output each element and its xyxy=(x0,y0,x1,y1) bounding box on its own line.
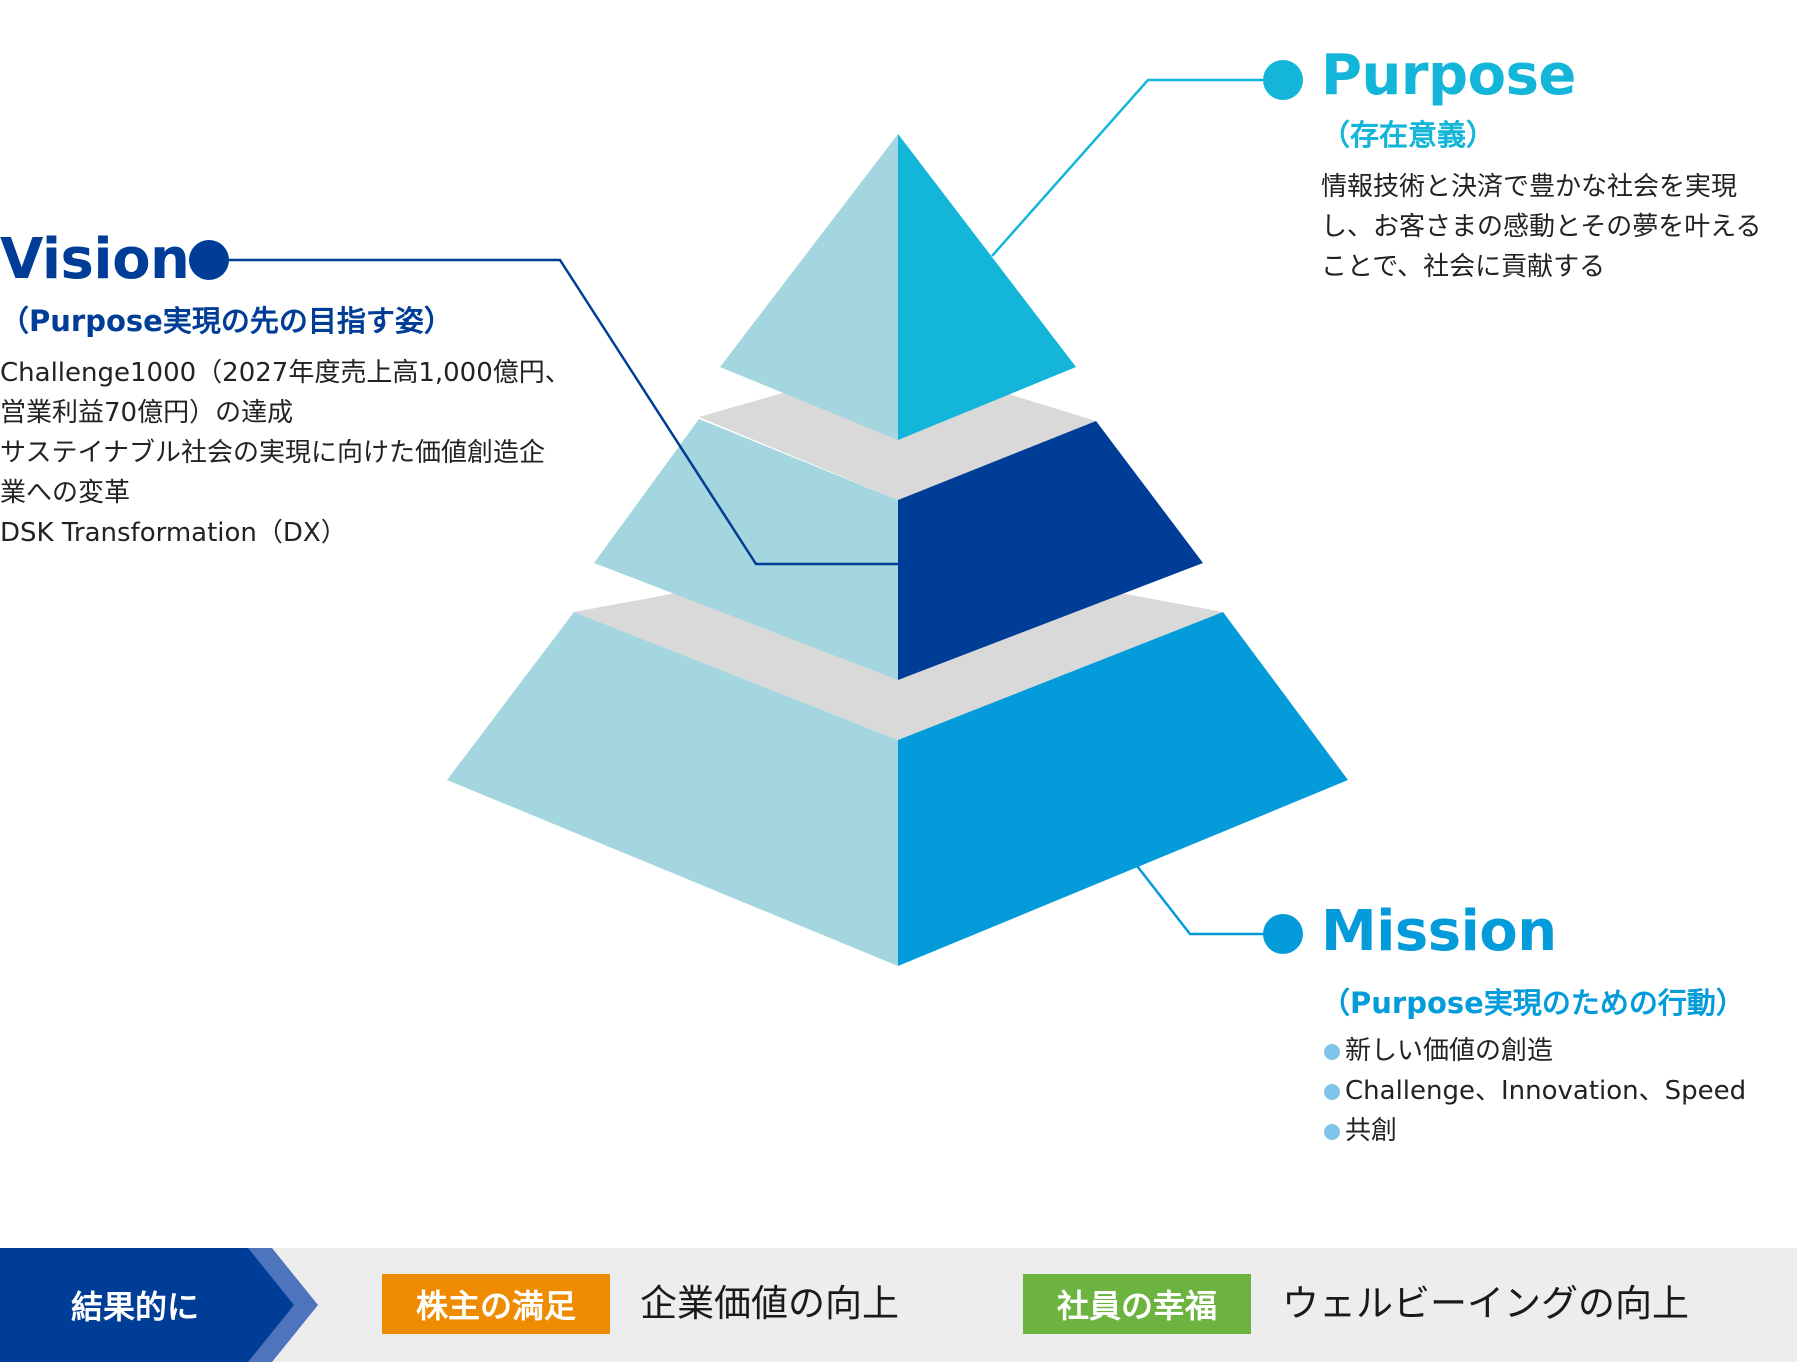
vision-subtitle: （Purpose実現の先の目指す姿） xyxy=(0,304,453,338)
list-item: 新しい価値の創造 xyxy=(1321,1031,1797,1071)
mission-title: Mission xyxy=(1321,899,1557,964)
wellbeing-outcome: ウェルビーイングの向上 xyxy=(1282,1282,1689,1325)
list-item: 共創 xyxy=(1321,1111,1797,1151)
vision-description: Challenge1000（2027年度売上高1,000億円、 営業利益70億円… xyxy=(0,353,620,553)
mission-subtitle: （Purpose実現のための行動） xyxy=(1321,986,1745,1020)
vision-title: Vision xyxy=(0,227,190,292)
purpose-line: ことで、社会に貢献する xyxy=(1321,251,1606,282)
purpose-subtitle: （存在意義） xyxy=(1321,118,1496,152)
mission-section: Mission （Purpose実現のための行動） 新しい価値の創造 Chall… xyxy=(1321,904,1797,1151)
vision-connector-line xyxy=(228,258,898,566)
purpose-dot xyxy=(1263,60,1303,100)
mission-dot xyxy=(1263,914,1303,954)
bullet-dot-icon xyxy=(1324,1083,1340,1100)
purpose-connector-line xyxy=(991,78,1282,257)
purpose-line: し、お客さまの感動とその夢を叶える xyxy=(1321,211,1762,242)
shareholder-badge: 株主の満足 xyxy=(382,1274,610,1334)
vision-line: Challenge1000（2027年度売上高1,000億円、 xyxy=(0,357,571,388)
result-label: 結果的に xyxy=(70,1288,199,1326)
tier-top-right-purpose xyxy=(898,134,1076,440)
purpose-description: 情報技術と決済で豊かな社会を実現 し、お客さまの感動とその夢を叶える ことで、社… xyxy=(1321,167,1797,287)
list-item: Challenge、Innovation、Speed xyxy=(1321,1071,1797,1111)
vision-line: 業への変革 xyxy=(0,477,131,508)
result-arrow-shape xyxy=(0,1248,318,1362)
arrow-fill xyxy=(0,1248,294,1362)
results-bar: 結果的に 株主の満足 企業価値の向上 社員の幸福 ウェルビーイングの向上 xyxy=(0,1248,1797,1362)
mission-item-label: Challenge、Innovation、Speed xyxy=(1345,1075,1747,1106)
bullet-dot-icon xyxy=(1324,1123,1340,1140)
vision-line: 営業利益70億円）の達成 xyxy=(0,397,294,428)
tier-bottom-left xyxy=(447,612,898,966)
vision-dot xyxy=(189,240,229,280)
vision-section: Vision （Purpose実現の先の目指す姿） Challenge1000（… xyxy=(0,232,620,553)
tier-bottom-right-mission xyxy=(898,612,1348,966)
employee-badge: 社員の幸福 xyxy=(1023,1274,1251,1334)
vision-line: サステイナブル社会の実現に向けた価値創造企 xyxy=(0,437,545,468)
corporate-value-outcome: 企業価値の向上 xyxy=(640,1282,899,1325)
purpose-section: Purpose （存在意義） 情報技術と決済で豊かな社会を実現 し、お客さまの感… xyxy=(1321,48,1797,287)
mission-list: 新しい価値の創造 Challenge、Innovation、Speed 共創 xyxy=(1321,1031,1797,1151)
mission-connector-line xyxy=(1133,861,1282,936)
mission-item-label: 新しい価値の創造 xyxy=(1345,1035,1554,1066)
tier-top-left xyxy=(720,134,898,440)
bullet-dot-icon xyxy=(1324,1043,1340,1060)
purpose-line: 情報技術と決済で豊かな社会を実現 xyxy=(1321,171,1738,202)
vision-line: DSK Transformation（DX） xyxy=(0,517,347,548)
purpose-title: Purpose xyxy=(1321,43,1576,108)
mission-item-label: 共創 xyxy=(1345,1115,1398,1146)
tier-middle-right-vision xyxy=(898,421,1203,680)
